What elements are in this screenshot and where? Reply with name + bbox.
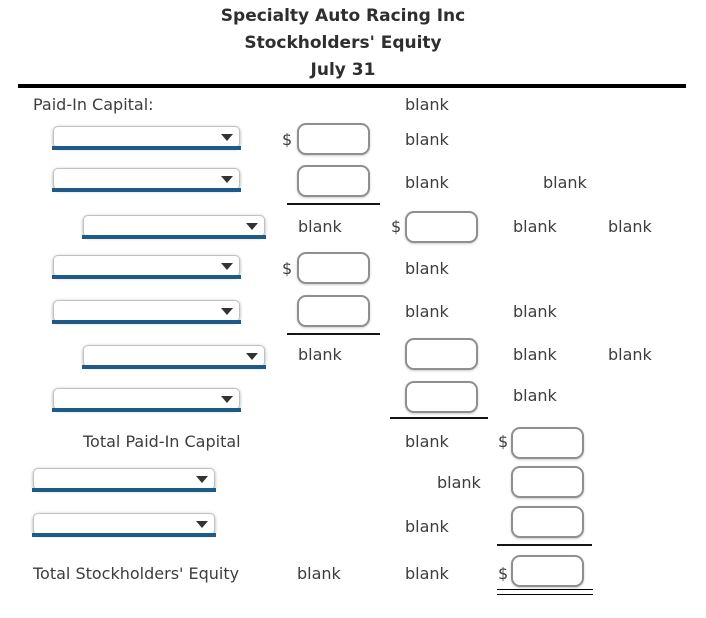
blank-cell: blank [608,345,652,364]
total-stockholders-equity-label: Total Stockholders' Equity [33,564,240,583]
grand-total-double-underline [497,589,593,595]
dollar-sign: $ [282,259,293,278]
account-dropdown-9[interactable] [32,513,216,537]
blank-cell: blank [297,564,341,583]
section-label-paid-in-capital: Paid-In Capital: [33,95,154,114]
blank-cell: blank [513,386,557,405]
dropdown-underline [52,275,241,279]
dollar-sign: $ [498,564,509,583]
account-dropdown-7[interactable] [52,388,241,412]
chevron-down-icon [221,263,233,270]
dropdown-underline [82,235,266,239]
amount-input-5[interactable] [297,295,370,327]
blank-cell: blank [405,259,449,278]
dropdown-underline [32,488,216,492]
account-dropdown-8[interactable] [32,468,216,492]
amount-input-3[interactable] [405,211,478,243]
blank-cell: blank [405,432,449,451]
amount-input-10[interactable] [511,506,584,538]
chevron-down-icon [246,223,258,230]
dollar-sign: $ [391,217,402,236]
blank-cell: blank [405,517,449,536]
blank-cell: blank [543,173,587,192]
chevron-down-icon [221,396,233,403]
chevron-down-icon [221,308,233,315]
dropdown-underline [52,146,241,150]
company-name: Specialty Auto Racing Inc [220,6,466,26]
chevron-down-icon [196,521,208,528]
amount-input-4[interactable] [297,252,370,284]
statement-title: Stockholders' Equity [244,33,442,53]
blank-cell: blank [513,302,557,321]
chevron-down-icon [221,134,233,141]
amount-input-9[interactable] [511,466,584,498]
blank-cell: blank [405,173,449,192]
account-dropdown-2[interactable] [52,168,241,192]
amount-input-7[interactable] [405,381,478,413]
dropdown-underline [32,533,216,537]
subtotal-underline-2 [287,333,380,335]
blank-cell: blank [608,217,652,236]
statement-date: July 31 [310,60,376,80]
account-dropdown-4[interactable] [52,255,241,279]
dollar-sign: $ [282,130,293,149]
account-dropdown-1[interactable] [52,126,241,150]
account-dropdown-5[interactable] [52,300,241,324]
blank-cell: blank [513,217,557,236]
blank-cell: blank [513,345,557,364]
blank-cell: blank [405,564,449,583]
blank-cell: blank [405,130,449,149]
blank-cell: blank [405,302,449,321]
subtotal-underline-4 [497,544,592,546]
amount-input-2[interactable] [297,165,370,197]
blank-cell: blank [405,95,449,114]
amount-input-1[interactable] [297,123,370,155]
subtotal-underline-3 [390,417,488,419]
dropdown-underline [52,320,241,324]
chevron-down-icon [196,476,208,483]
blank-cell: blank [437,473,481,492]
header-rule [18,84,686,88]
subtotal-underline-1 [287,203,380,205]
chevron-down-icon [246,353,258,360]
blank-cell: blank [298,217,342,236]
amount-input-8[interactable] [511,427,584,459]
account-dropdown-3[interactable] [82,215,266,239]
dropdown-underline [52,408,241,412]
account-dropdown-6[interactable] [82,345,266,369]
dropdown-underline [52,188,241,192]
chevron-down-icon [221,176,233,183]
amount-input-6[interactable] [405,338,478,370]
amount-input-11[interactable] [511,555,584,587]
dollar-sign: $ [498,432,509,451]
blank-cell: blank [298,345,342,364]
total-paid-in-capital-label: Total Paid-In Capital [83,432,241,451]
dropdown-underline [82,365,266,369]
